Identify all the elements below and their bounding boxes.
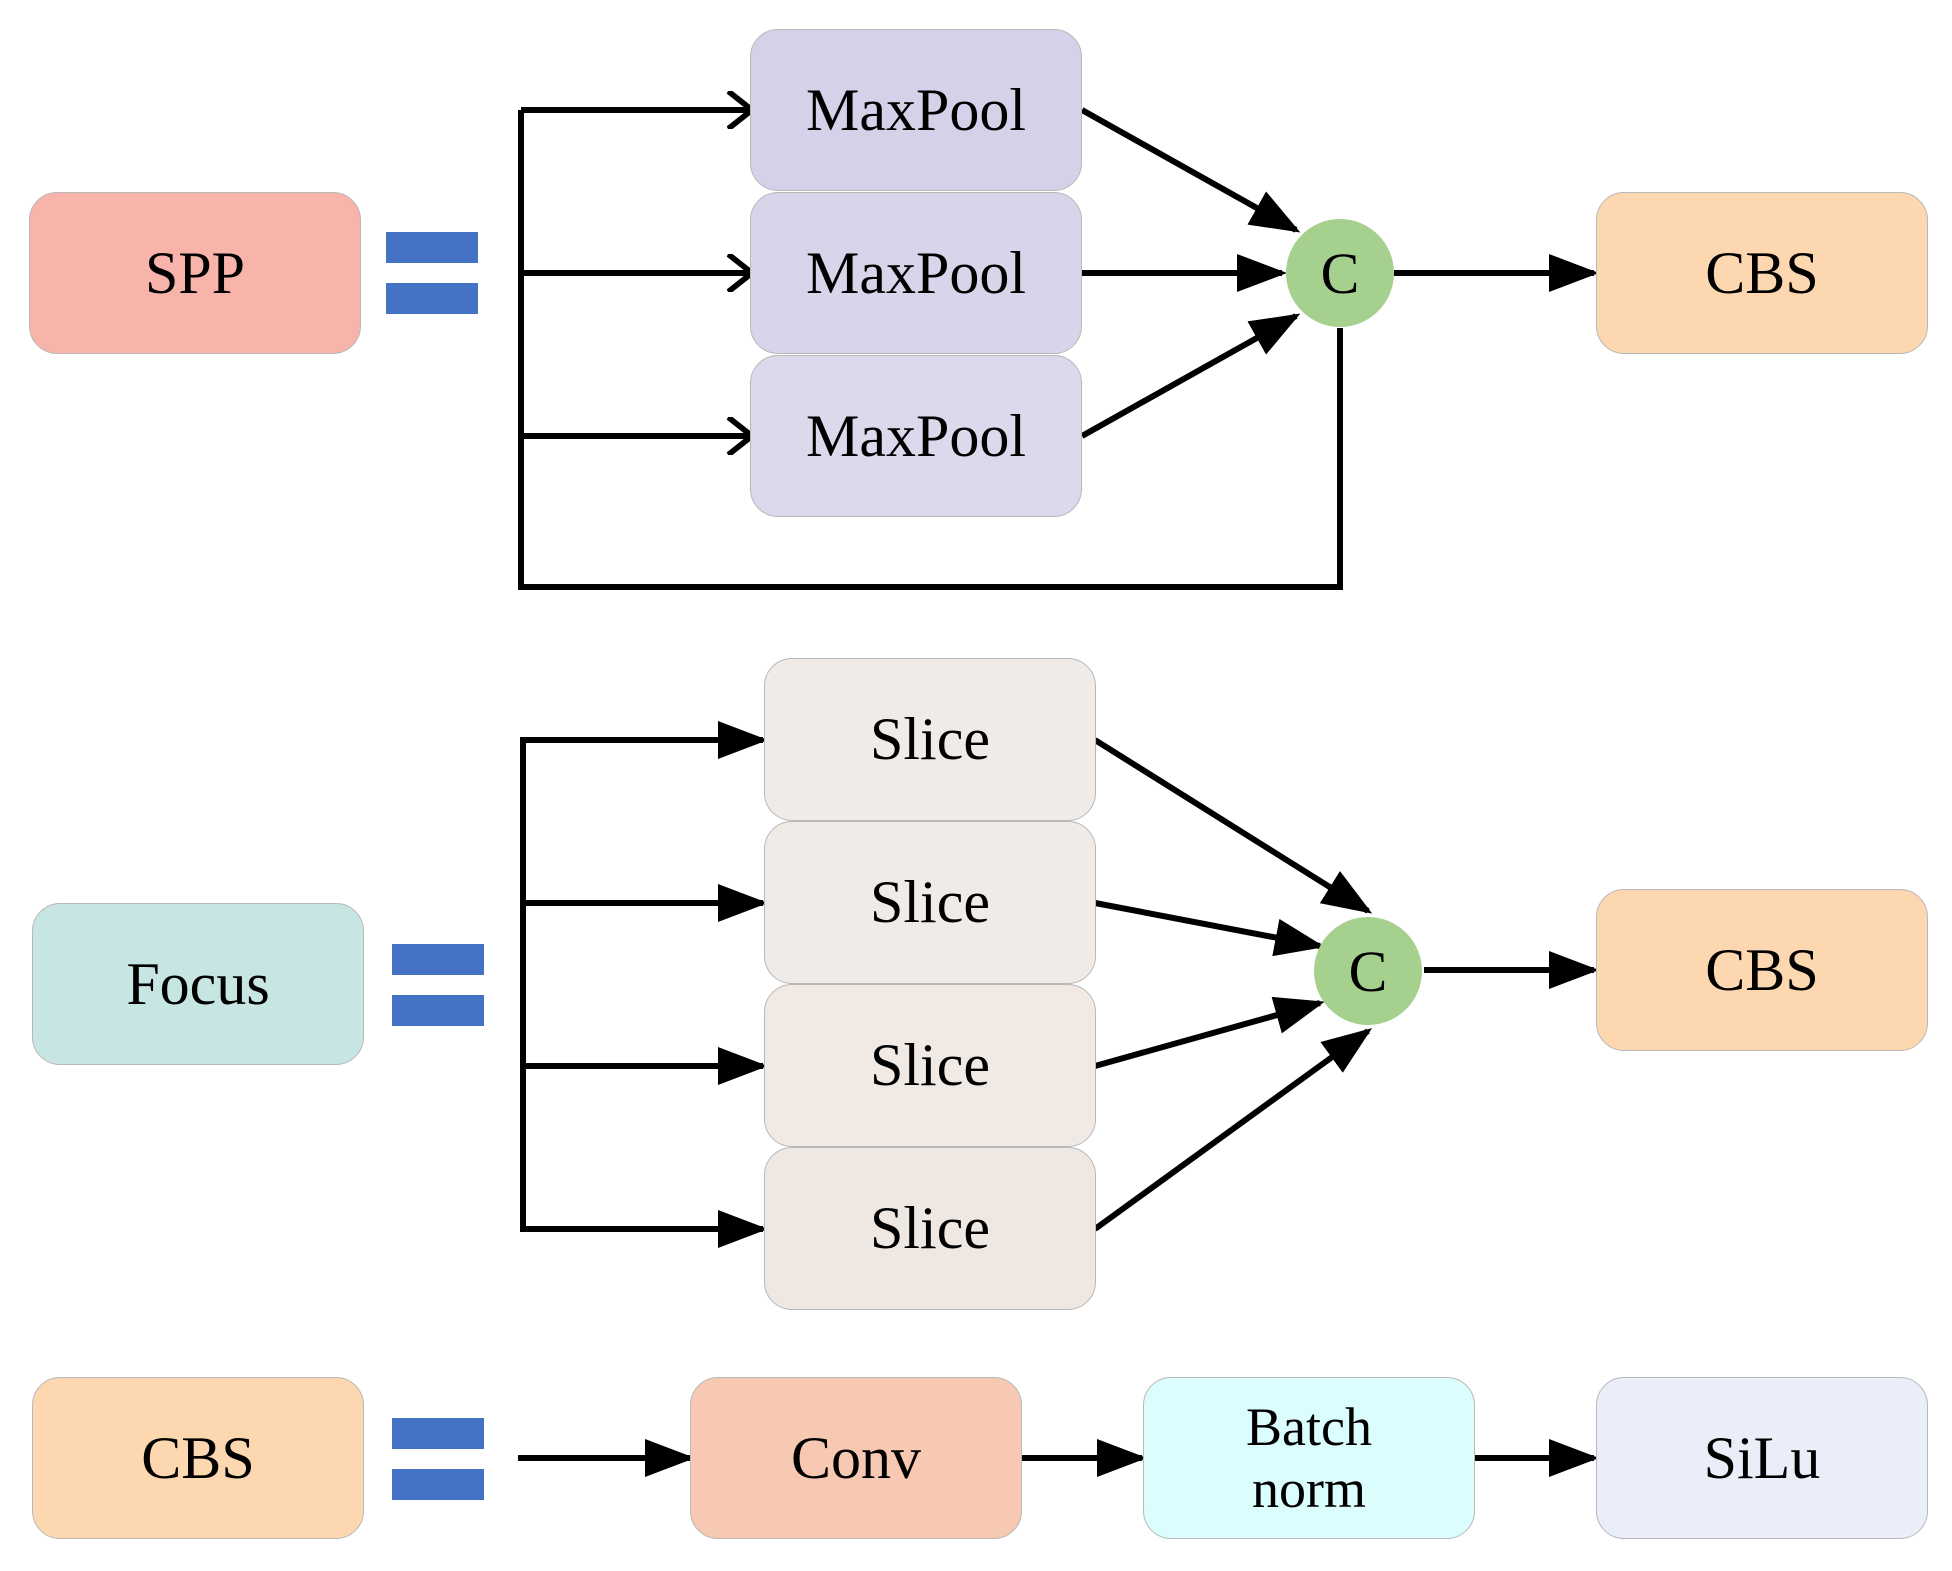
focus-slice-box-3: Slice xyxy=(764,984,1096,1147)
spp-maxpool-label-1: MaxPool xyxy=(805,76,1027,143)
cbs-conv-box: Conv xyxy=(690,1377,1022,1539)
equals-bar-bottom xyxy=(392,1469,484,1500)
focus-slice-box-4: Slice xyxy=(764,1147,1096,1310)
spp-label: SPP xyxy=(144,239,246,306)
cbs-silu-label: SiLu xyxy=(1703,1424,1821,1491)
cbs-label: CBS xyxy=(141,1424,255,1491)
focus-slice-label-2: Slice xyxy=(870,869,990,935)
focus-slice-box-1: Slice xyxy=(764,658,1096,821)
focus-arrow-slice-4-to-concat xyxy=(1093,1028,1373,1232)
focus-concat-label: C xyxy=(1348,938,1388,1004)
cbs-batchnorm-box: Batch norm xyxy=(1143,1377,1475,1539)
spp-output-cbs-label: CBS xyxy=(1705,239,1819,306)
cbs-silu-box: SiLu xyxy=(1596,1377,1928,1539)
equals-bar-top xyxy=(392,944,484,975)
spp-maxpool-label-3: MaxPool xyxy=(805,402,1027,469)
spp-maxpool-box-2: MaxPool xyxy=(750,192,1082,354)
focus-slice-label-1: Slice xyxy=(870,706,990,772)
focus-connectors xyxy=(520,721,1599,1248)
spp-output-cbs-box: CBS xyxy=(1596,192,1928,354)
spp-concat-label: C xyxy=(1320,240,1360,306)
focus-slice-box-2: Slice xyxy=(764,821,1096,984)
focus-arrow-slice-1-to-concat xyxy=(1093,737,1373,914)
cbs-label-box: CBS xyxy=(32,1377,364,1539)
focus-output-cbs-box: CBS xyxy=(1596,889,1928,1051)
focus-label: Focus xyxy=(126,950,270,1017)
equals-bar-top xyxy=(386,232,478,263)
focus-label-box: Focus xyxy=(32,903,364,1065)
focus-arrow-slice-3-to-concat xyxy=(1094,996,1325,1069)
focus-slice-label-4: Slice xyxy=(870,1195,990,1261)
focus-slice-label-3: Slice xyxy=(870,1032,990,1098)
spp-arrow-maxpool-1-to-concat xyxy=(1080,107,1301,233)
spp-maxpool-label-2: MaxPool xyxy=(805,239,1027,306)
focus-concat-node: C xyxy=(1314,917,1422,1025)
focus-output-cbs-label: CBS xyxy=(1705,936,1819,1003)
spp-label-box: SPP xyxy=(29,192,361,354)
spp-arrow-maxpool-3-to-concat xyxy=(1080,313,1301,439)
focus-equals-sign xyxy=(392,944,484,1026)
equals-bar-top xyxy=(392,1418,484,1449)
spp-equals-sign xyxy=(386,232,478,314)
cbs-batchnorm-label-line-2: norm xyxy=(1252,1459,1366,1519)
cbs-conv-label: Conv xyxy=(790,1424,922,1491)
equals-bar-bottom xyxy=(386,283,478,314)
focus-arrow-slice-2-to-concat xyxy=(1094,900,1325,957)
cbs-equals-sign xyxy=(392,1418,484,1500)
spp-maxpool-box-3: MaxPool xyxy=(750,355,1082,517)
spp-concat-node: C xyxy=(1286,219,1394,327)
equals-bar-bottom xyxy=(392,995,484,1026)
cbs-batchnorm-label-line-1: Batch xyxy=(1246,1397,1372,1457)
spp-maxpool-box-1: MaxPool xyxy=(750,29,1082,191)
spp-connectors xyxy=(518,107,1599,590)
